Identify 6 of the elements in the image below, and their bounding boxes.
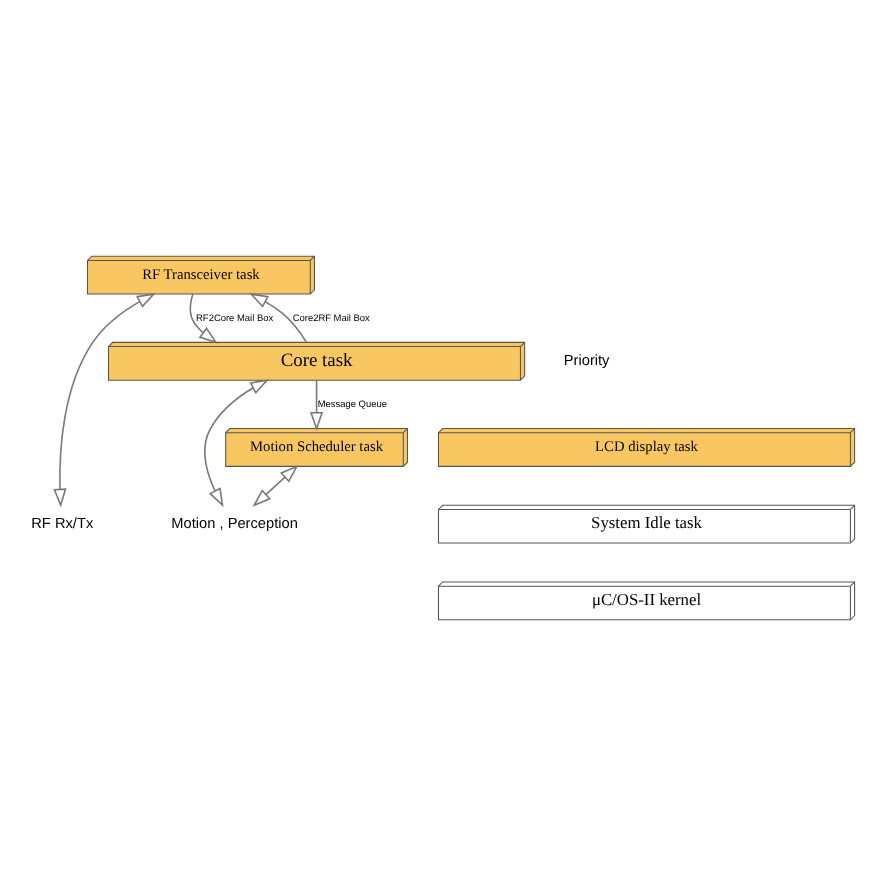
arrow (203, 379, 269, 508)
arrow (251, 464, 298, 507)
arrow (52, 292, 155, 508)
arrow (308, 379, 323, 431)
arrow (188, 293, 217, 344)
arrow (248, 293, 307, 344)
